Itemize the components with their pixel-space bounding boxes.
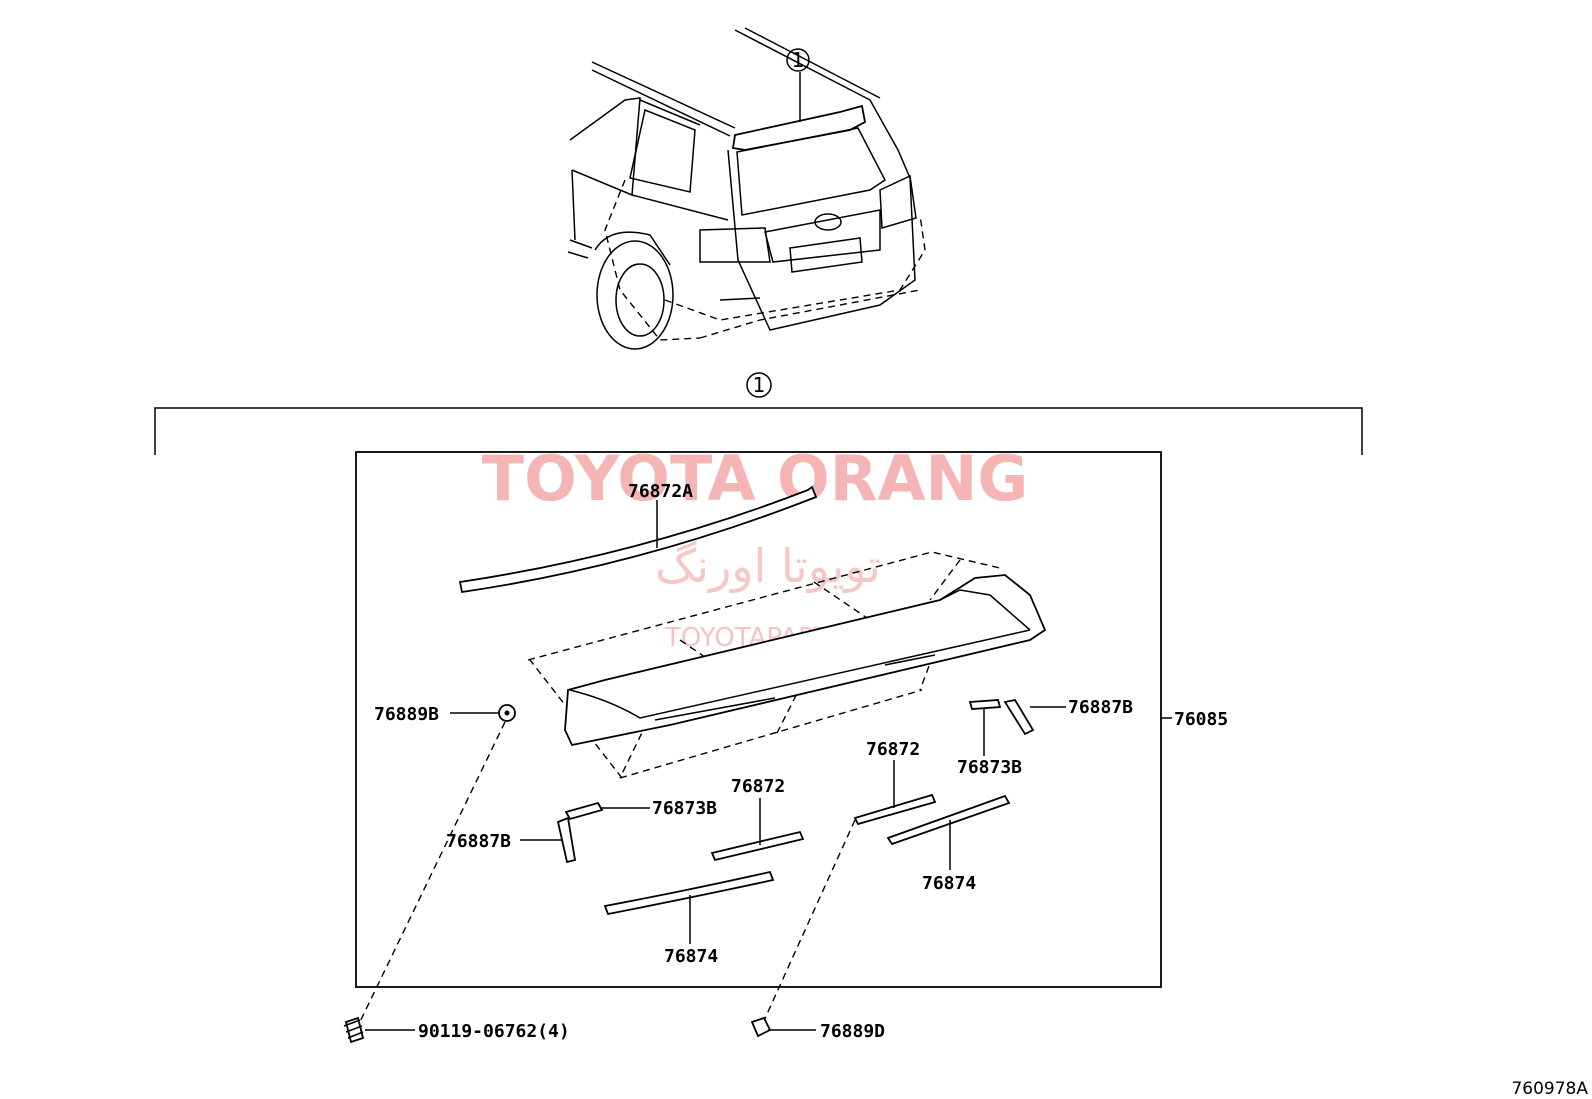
label-76889d: 76889D (820, 1021, 885, 1042)
label-90119-06762: 90119-06762(4) (418, 1021, 570, 1042)
strip-76874-right (886, 794, 1011, 846)
bolt-90119 (343, 1016, 365, 1044)
watermark-brand: TOYOTA ORANG (482, 442, 1028, 515)
leader-lines (365, 500, 1172, 1031)
moulding-strip-76872a (458, 485, 818, 594)
rear-spoiler-76085 (564, 574, 1047, 747)
label-76887b-right: 76887B (1068, 697, 1133, 718)
label-76872a: 76872A (628, 481, 693, 502)
callout-number-bracket: 1 (753, 373, 766, 397)
pad-76887b-left (556, 816, 577, 864)
callout-number-top: 1 (792, 48, 805, 72)
assembly-box (355, 451, 1162, 988)
watermark-persian: تویوتا اورنگ (655, 539, 881, 594)
clip-76889d (750, 1016, 772, 1038)
label-76887b-left: 76887B (446, 831, 511, 852)
pad-76873b-left (564, 801, 604, 821)
label-76872-left: 76872 (731, 776, 785, 797)
figure-id: 760978A (1511, 1079, 1588, 1099)
strip-76874-left (603, 870, 775, 916)
label-76889b: 76889B (374, 704, 439, 725)
pad-76873b-right (968, 699, 1002, 710)
label-76874-left: 76874 (664, 946, 718, 967)
strip-76872-left (710, 830, 805, 862)
strip-76872-right (853, 793, 937, 826)
label-76873b-right: 76873B (957, 757, 1022, 778)
label-76872-right: 76872 (866, 739, 920, 760)
assembly-bracket: 1 (154, 372, 1363, 455)
vehicle-rear-illustration: 1 (567, 27, 926, 350)
label-76874-right: 76874 (922, 873, 976, 894)
pad-76887b-right (1003, 698, 1035, 736)
label-76873b-left: 76873B (652, 798, 717, 819)
label-76085: 76085 (1174, 709, 1228, 730)
